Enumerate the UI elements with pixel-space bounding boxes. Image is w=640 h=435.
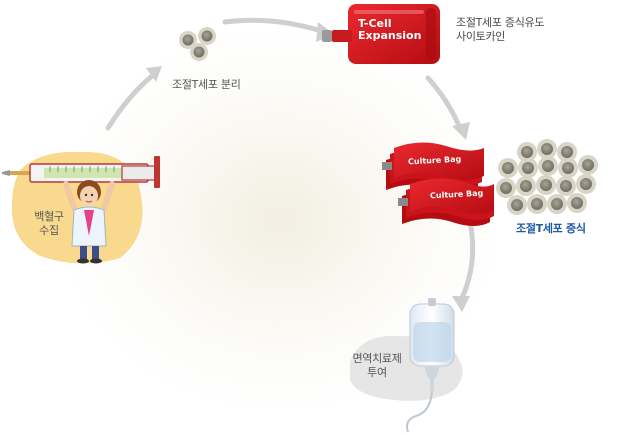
arrow-head-4 [452, 296, 470, 312]
arrow-bag-to-culture [425, 75, 463, 131]
cycle-arrows [105, 17, 476, 301]
syringe-icon [2, 156, 160, 188]
administration-label-line2: 투여 [367, 366, 387, 379]
arrow-head-1 [146, 66, 162, 82]
expansion-bag-label-line2: Expansion [358, 29, 422, 42]
induction-label-line1: 조절T세포 증식유도 [456, 16, 545, 29]
proliferation-label: 조절T세포 증식 [516, 222, 586, 235]
cell-cluster-large-icon [496, 139, 598, 215]
arrow-collect-to-separate [105, 73, 155, 131]
collection-label-line1: 백혈구 [34, 210, 64, 223]
cell-cluster-icon [179, 27, 216, 61]
collection-label-line2: 수집 [39, 224, 59, 237]
scientist-icon [63, 180, 115, 264]
arrow-separate-to-bag [222, 17, 321, 33]
administration-label: 면역치료제 투여 [352, 352, 402, 380]
arrow-heads [146, 22, 470, 312]
separation-label: 조절T세포 분리 [172, 78, 241, 91]
arrow-head-3 [452, 122, 470, 140]
iv-drip-icon [406, 298, 455, 433]
administration-label-line1: 면역치료제 [352, 352, 402, 365]
induction-label-line2: 사이토카인 [456, 30, 506, 43]
expansion-bag-label: T-Cell Expansion [358, 18, 421, 42]
collection-label: 백혈구 수집 [26, 210, 72, 238]
arrow-culture-to-iv [459, 219, 476, 301]
expansion-bag-label-line1: T-Cell [358, 17, 392, 30]
induction-label: 조절T세포 증식유도 사이토카인 [456, 16, 544, 44]
expansion-bag-icon [322, 4, 440, 64]
culture-bag-icon [382, 142, 494, 226]
